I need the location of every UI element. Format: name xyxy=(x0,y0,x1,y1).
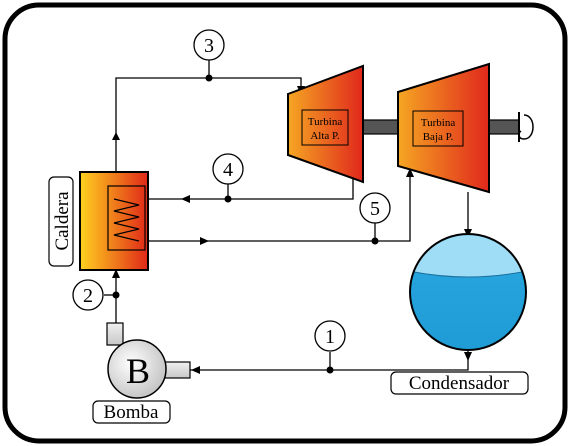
svg-text:Bomba: Bomba xyxy=(104,402,159,423)
state-label-1: 1 xyxy=(314,320,346,352)
flow-arrow xyxy=(112,269,120,278)
pump xyxy=(106,322,191,399)
flow-arrow xyxy=(406,168,414,177)
hp-turbine-label-line1: Turbina xyxy=(308,116,343,128)
svg-text:Condensador: Condensador xyxy=(409,373,510,394)
svg-text:4: 4 xyxy=(223,159,233,181)
lp-turbine-label-line1: Turbina xyxy=(421,117,456,129)
hp-turbine-label-line2: Alta P. xyxy=(310,130,340,142)
output-shaft xyxy=(488,119,520,135)
pump-label: Bomba xyxy=(92,400,171,424)
hp-turbine xyxy=(287,64,364,184)
state-label-5: 5 xyxy=(359,192,391,224)
node-2 xyxy=(112,291,120,299)
flow-arrow xyxy=(191,366,200,374)
condenser-label: Condensador xyxy=(390,371,529,395)
boiler xyxy=(79,171,149,271)
state-label-2: 2 xyxy=(72,279,104,311)
boiler-label: Caldera xyxy=(48,176,74,267)
flow-arrow xyxy=(200,237,209,245)
svg-text:5: 5 xyxy=(370,198,380,220)
flow-arrow xyxy=(181,195,190,203)
state-label-4: 4 xyxy=(212,153,244,185)
svg-text:Caldera: Caldera xyxy=(52,191,73,251)
reheat-coil xyxy=(113,198,140,242)
svg-text:1: 1 xyxy=(325,326,335,348)
svg-text:2: 2 xyxy=(83,285,93,307)
pump-symbol: B xyxy=(126,351,150,391)
condenser xyxy=(409,233,527,351)
svg-text:3: 3 xyxy=(204,35,214,57)
shaft xyxy=(362,119,399,135)
lp-turbine xyxy=(397,62,490,194)
flow-arrow xyxy=(464,352,472,361)
lp-turbine-label-line2: Baja P. xyxy=(423,131,454,143)
state-label-3: 3 xyxy=(193,29,225,61)
flow-arrow xyxy=(112,132,120,140)
